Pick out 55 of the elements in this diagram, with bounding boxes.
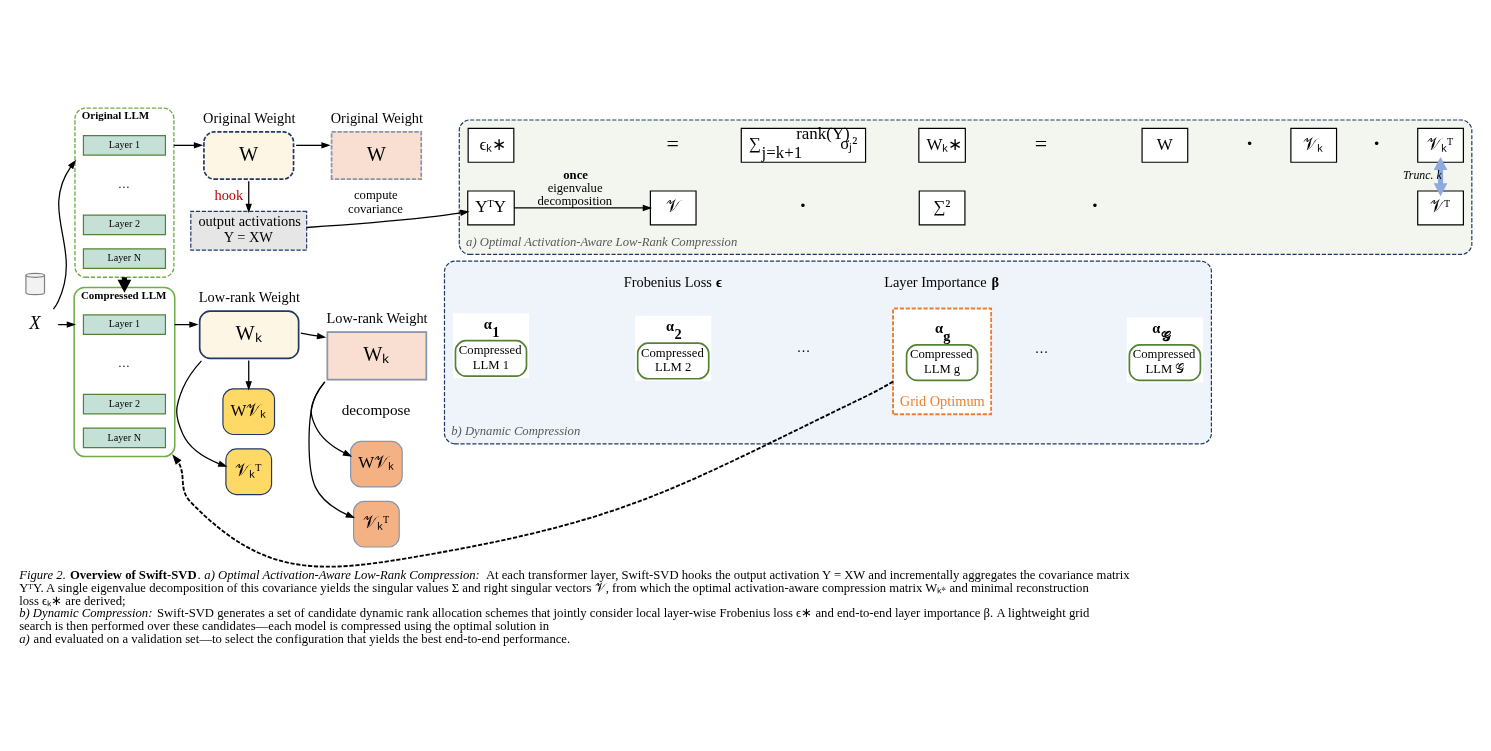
arrow bbox=[300, 332, 327, 340]
node-label: Original Weight bbox=[330, 110, 424, 127]
label: · bbox=[1091, 192, 1099, 218]
node-box: ϵₖ∗ bbox=[467, 127, 515, 163]
label: … bbox=[118, 356, 130, 371]
label: · bbox=[1246, 129, 1254, 155]
node-label: Low-rank Weight bbox=[326, 310, 428, 327]
node-box: YᵀY bbox=[467, 190, 515, 226]
node-box: Layer N bbox=[82, 427, 167, 449]
caption: Figure 2. Overview of Swift-SVD. a) Optimal Activation-Aware Low-Rank Compression: At each transformer layer, Swift-SVD hooks the output activation Y = XW and incrementally aggregates the covariance matrix YᵀY. A single eigenvalue decomposition of this covariance yields the singular values Σ and right singular vectors 𝒱, from which the optimal activation-aware compression matrix Wₖ∗ and minimal reconstruction loss ϵₖ∗ are derived; b) Dynamic Compression: Swift-SVD generates a set of candidate dynamic rank allocation schemes that jointly consider local layer-wise Frobenius loss ϵ∗ and end-to-end layer importance β. A lightweight grid search is then performed over these candidates—each model is compressed using the optimal solution in a) and evaluated on a validation set—to select the configuration that yields the best end-to-end performance. bbox=[19, 568, 1130, 646]
node-box: Layer 2 bbox=[82, 393, 167, 415]
node-text: X bbox=[29, 311, 41, 333]
edge-label: compute covariance bbox=[348, 187, 403, 216]
node-label: Low-rank Weight bbox=[198, 289, 300, 306]
node-box: output activations Y = XW bbox=[190, 210, 308, 251]
node-box: W𝒱ₖ bbox=[350, 440, 403, 488]
label: = bbox=[1034, 130, 1048, 156]
node-box: 𝒱ₖᵀ bbox=[1417, 127, 1464, 163]
node-box: 𝒱ₖ bbox=[1290, 127, 1338, 163]
node-box: W𝒱ₖ bbox=[222, 388, 276, 436]
node-box: W bbox=[1141, 127, 1189, 163]
node-box: Layer N bbox=[82, 248, 167, 269]
arrow bbox=[295, 142, 331, 149]
label: = bbox=[666, 130, 679, 156]
node-box: 𝒱ᵀ bbox=[1417, 190, 1464, 226]
node-box: 𝒱ₖᵀ bbox=[225, 448, 273, 496]
label: … bbox=[118, 177, 130, 192]
node-label: Original Weight bbox=[203, 110, 296, 127]
arrow bbox=[1433, 156, 1448, 197]
node-box: Wₖ∗ bbox=[918, 127, 966, 163]
node-box: Layer 1 bbox=[82, 135, 167, 156]
arrow bbox=[245, 359, 252, 391]
edge-label: once eigenvalue decomposition bbox=[537, 168, 613, 208]
label: Frobenius Loss ϵ bbox=[623, 274, 722, 291]
edge-label: Trunc. k bbox=[1402, 168, 1442, 183]
arrow bbox=[173, 142, 204, 149]
label: · bbox=[1372, 129, 1381, 155]
edge-label: hook bbox=[214, 187, 244, 204]
node-box: Layer 1 bbox=[82, 314, 167, 335]
arrow bbox=[308, 381, 356, 519]
node-box: Layer 2 bbox=[82, 214, 167, 236]
arrow bbox=[172, 380, 894, 568]
label: · bbox=[799, 192, 807, 218]
node-box: ∑² bbox=[918, 190, 966, 226]
node-box: 𝒱ₖᵀ bbox=[353, 500, 400, 548]
arrow bbox=[52, 159, 77, 310]
arrow bbox=[513, 204, 653, 212]
node-box: 𝒱 bbox=[649, 190, 697, 226]
arrow bbox=[245, 180, 252, 214]
label: … bbox=[1034, 341, 1049, 357]
arrow bbox=[176, 360, 228, 467]
label: Layer Importance β bbox=[884, 274, 1000, 291]
arrow bbox=[306, 209, 470, 229]
label: … bbox=[796, 340, 811, 356]
label: decompose bbox=[341, 401, 411, 419]
